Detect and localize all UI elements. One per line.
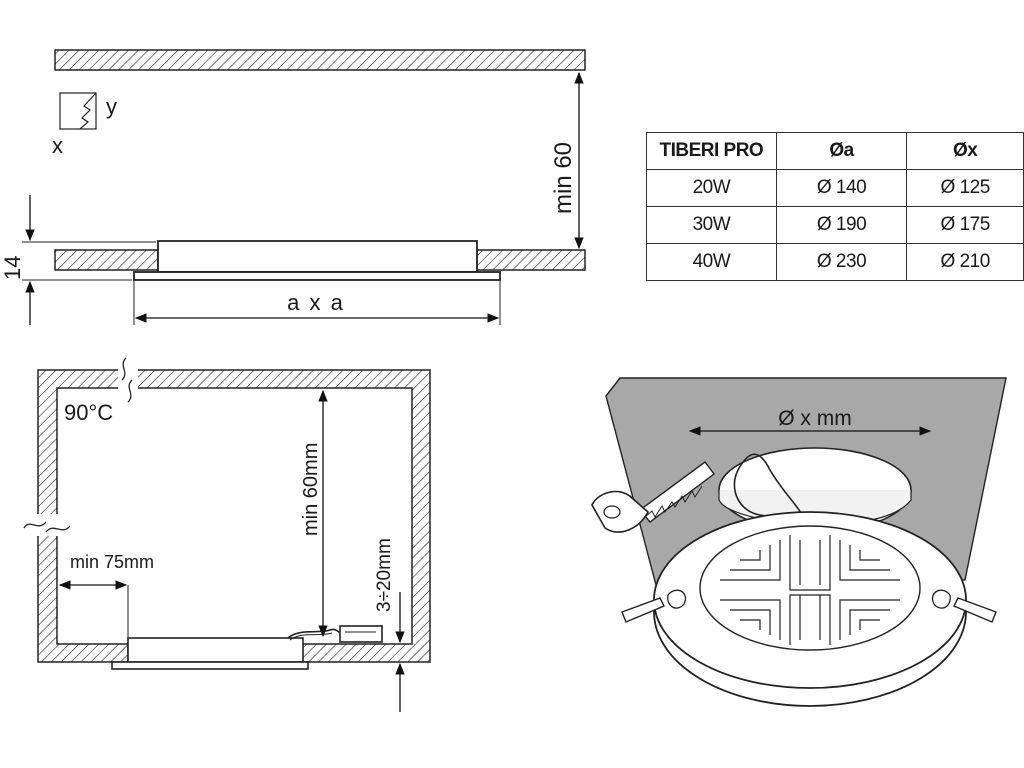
cell-oa: Ø 230 [775, 243, 908, 281]
cell-oa: Ø 140 [775, 169, 908, 207]
spec-table-header: TIBERI PRO Øa Øx [646, 132, 1024, 170]
cell-power: 40W [646, 243, 777, 281]
cavity-luminaire-body [127, 637, 304, 663]
cell-ox: Ø 210 [906, 243, 1024, 281]
led-pattern [720, 535, 900, 645]
false-ceiling-right [476, 249, 586, 271]
top-section: y x 14 a x a min 60 [0, 49, 586, 325]
break-mark-left [23, 514, 71, 536]
header-ox: Øx [906, 132, 1024, 170]
spring-clip-right [931, 589, 997, 623]
spring-clip-left [621, 589, 687, 623]
dim-min75mm-label: min 75mm [70, 552, 154, 572]
luminaire-inner [699, 525, 921, 651]
table-row: 40W Ø 230 Ø 210 [646, 243, 1024, 281]
luminaire-body [157, 240, 478, 273]
saw-icon [591, 461, 715, 533]
luminaire-frame [133, 271, 501, 281]
axis-icon [59, 92, 97, 130]
axis-x-label: x [52, 133, 63, 158]
header-model: TIBERI PRO [646, 132, 777, 170]
dim-thickness-label: 3÷20mm [374, 538, 395, 612]
ceiling-slab [54, 49, 586, 71]
dim-min60-label: min 60 [550, 142, 577, 214]
false-ceiling-left [54, 249, 159, 271]
cell-power: 20W [646, 169, 777, 207]
cell-oa: Ø 190 [775, 206, 908, 244]
install-view: Ø x mm [591, 377, 1007, 707]
cell-ox: Ø 175 [906, 206, 1024, 244]
dim-cutout-label: Ø x mm [778, 407, 852, 430]
spec-table: TIBERI PRO Øa Øx 20W Ø 140 Ø 125 30W Ø 1… [646, 132, 1024, 281]
table-row: 30W Ø 190 Ø 175 [646, 206, 1024, 244]
dim-axa-label: a x a [287, 290, 345, 315]
cavity-section: 90°C min 60mm min 75mm 3÷20mm [23, 357, 431, 712]
dim-14-label: 14 [0, 256, 25, 280]
driver-box [339, 625, 383, 643]
cell-ox: Ø 125 [906, 169, 1024, 207]
axis-y-label: y [106, 94, 117, 119]
table-row: 20W Ø 140 Ø 125 [646, 169, 1024, 207]
cavity-luminaire-frame [111, 661, 309, 670]
dim-min60mm-label: min 60mm [300, 443, 322, 536]
cell-power: 30W [646, 206, 777, 244]
cable [287, 628, 343, 639]
break-mark-top [118, 357, 138, 403]
header-oa: Øa [775, 132, 908, 170]
temperature-label: 90°C [64, 400, 113, 425]
